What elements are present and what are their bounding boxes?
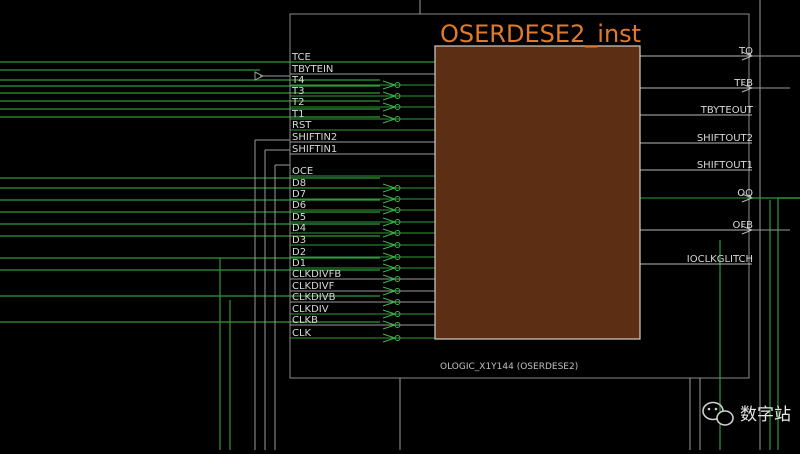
inverter-bubble [394,254,401,260]
inverter-bubble [394,93,401,99]
port-arrow [741,51,754,61]
left-pin-label: D4 [292,223,306,234]
site-label: OLOGIC_X1Y144 (OSERDESE2) [440,362,578,372]
right-pin-label: OFB [733,220,754,231]
inverter-bubble [394,276,401,282]
left-pin-label: TBYTEIN [291,64,333,75]
inverter-bubble [394,288,401,294]
inverter-bubble [394,322,401,328]
left-pin-label: CLKDIVB [292,292,336,303]
right-pin-label: SHIFTOUT2 [697,133,753,144]
left-pin-rst[interactable]: RST [290,120,435,131]
port-arrow [741,225,754,235]
left-pin-label: CLKDIVFB [292,269,341,280]
left-pin-clkdivf[interactable]: CLKDIVF [290,281,435,296]
watermark-text: 数字站 [740,405,791,425]
left-pin-shiftin2[interactable]: SHIFTIN2 [290,132,435,143]
left-pin-d7[interactable]: D7 [290,189,435,204]
left-pin-label: SHIFTIN1 [292,144,337,155]
oserdes-block[interactable] [434,45,641,340]
left-pin-tbytein[interactable]: TBYTEIN [290,64,435,75]
inverter-bubble [394,311,401,317]
left-pin-t4[interactable]: T4 [290,75,435,90]
left-pin-label: T3 [291,86,304,97]
inverter-bubble [394,299,401,305]
right-pin-ioclkglitch[interactable]: IOCLKGLITCH [640,254,753,265]
left-pin-group: TCETBYTEINT4T3T2T1RSTSHIFTIN2SHIFTIN1OCE… [290,52,435,343]
inverter-bubble [394,185,401,191]
left-pin-label: T4 [291,75,304,86]
left-pin-d8[interactable]: D8 [290,178,435,193]
left-pin-label: D2 [292,247,306,258]
right-pin-shiftout1[interactable]: SHIFTOUT1 [640,160,753,171]
left-pin-label: T2 [291,97,304,108]
bg-wire-arrow [254,71,265,81]
wechat-icon [702,401,734,426]
left-pin-t3[interactable]: T3 [290,86,435,101]
background-wires [0,61,435,450]
inverter-bubble [394,196,401,202]
left-pin-label: D8 [292,178,306,189]
port-arrow [741,83,754,93]
left-pin-label: D1 [292,258,306,269]
left-pin-t2[interactable]: T2 [290,97,435,112]
port-arrow [741,193,754,203]
left-pin-label: CLKDIV [292,304,329,315]
instance-name[interactable]: OSERDESE2_inst [440,20,641,48]
right-pin-label: TFB [733,78,753,89]
right-pin-tfb[interactable]: TFB [640,78,754,93]
left-pin-label: D3 [292,235,306,246]
left-pin-clkdiv[interactable]: CLKDIV [290,304,435,319]
left-pin-d1[interactable]: D1 [290,258,435,273]
left-pin-label: D6 [292,200,306,211]
inverter-bubble [394,335,401,341]
inverter-bubble [394,219,401,225]
left-pin-d5[interactable]: D5 [290,212,435,227]
left-pin-label: RST [292,120,312,131]
left-pin-label: D5 [292,212,306,223]
inverter-bubble [394,104,401,110]
left-pin-d2[interactable]: D2 [290,247,435,262]
inverter-bubble [394,242,401,248]
right-pin-label: SHIFTOUT1 [697,160,753,171]
site-frame [289,13,750,379]
left-pin-shiftin1[interactable]: SHIFTIN1 [290,144,435,155]
right-pin-label: IOCLKGLITCH [687,254,753,265]
left-pin-d4[interactable]: D4 [290,223,435,238]
left-pin-label: OCE [292,166,313,177]
left-pin-d3[interactable]: D3 [290,235,435,250]
inverter-bubble [394,230,401,236]
right-pin-label: TQ [738,46,753,57]
left-pin-label: CLK [292,328,312,339]
left-pin-tce[interactable]: TCE [290,52,435,63]
left-pin-d6[interactable]: D6 [290,200,435,215]
watermark: 数字站 [702,401,791,426]
inverter-bubble [394,116,401,122]
inverter-bubble [394,265,401,271]
left-pin-clkdivb[interactable]: CLKDIVB [290,292,435,307]
left-pin-clk[interactable]: CLK [290,328,435,343]
left-pin-label: CLKB [292,315,318,326]
left-pin-label: SHIFTIN2 [292,132,337,143]
left-pin-label: D7 [292,189,306,200]
right-pin-oq[interactable]: OQ [640,188,754,203]
left-pin-clkdivfb[interactable]: CLKDIVFB [290,269,435,284]
left-pin-clkb[interactable]: CLKB [290,315,435,330]
left-pin-label: T1 [291,109,304,120]
left-pin-oce[interactable]: OCE [290,166,435,177]
right-pin-tq[interactable]: TQ [640,46,754,61]
inverter-bubble [394,207,401,213]
right-pin-label: TBYTEOUT [700,105,754,116]
left-pin-label: CLKDIVF [292,281,335,292]
left-pin-label: TCE [291,52,311,63]
left-pin-t1[interactable]: T1 [290,109,435,124]
right-pin-tbyteout[interactable]: TBYTEOUT [640,105,754,116]
right-pin-label: OQ [737,188,753,199]
right-pin-shiftout2[interactable]: SHIFTOUT2 [640,133,753,144]
inverter-bubble [394,82,401,88]
right-pin-ofb[interactable]: OFB [640,220,754,235]
